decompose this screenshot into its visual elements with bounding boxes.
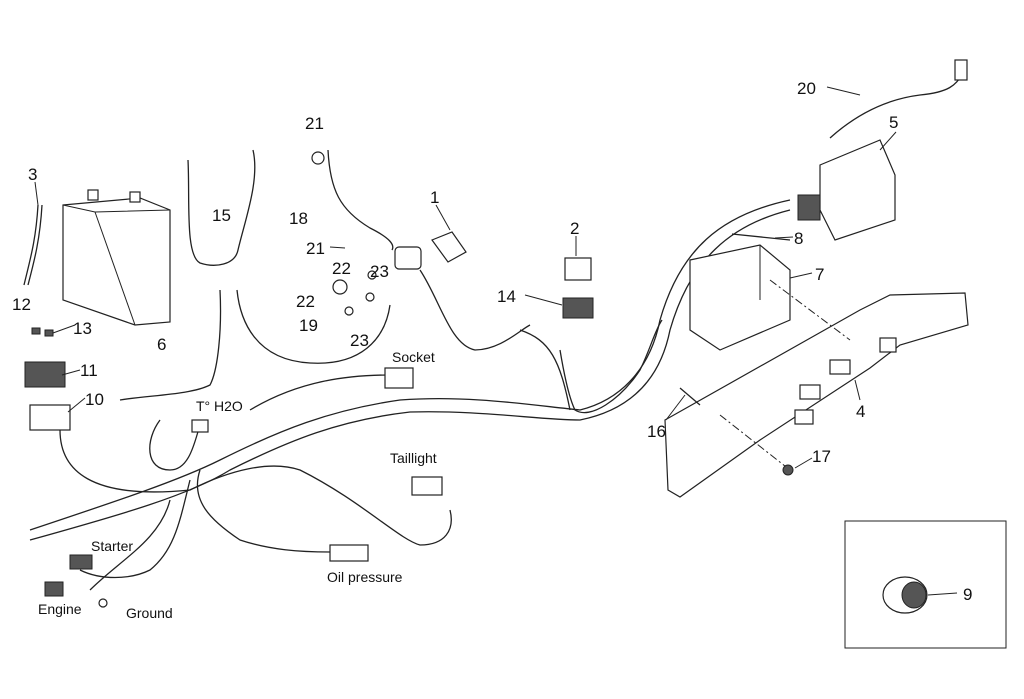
callout-20: 20 bbox=[797, 79, 816, 98]
cable-15 bbox=[187, 149, 256, 266]
callout-9: 9 bbox=[963, 585, 972, 604]
temp-sensor-connector bbox=[191, 419, 209, 433]
switch bbox=[394, 246, 422, 270]
relay bbox=[29, 404, 71, 431]
engine-connector bbox=[44, 581, 64, 597]
fuse-box bbox=[24, 361, 66, 388]
callout-15: 15 bbox=[212, 206, 231, 225]
callout-23: 23 bbox=[350, 331, 369, 350]
callout-3: 3 bbox=[28, 165, 37, 184]
callout-6: 6 bbox=[157, 335, 166, 354]
callout-8: 8 bbox=[794, 229, 803, 248]
control-unit bbox=[689, 244, 791, 351]
callout-22: 22 bbox=[296, 292, 315, 311]
battery bbox=[62, 189, 171, 326]
nut bbox=[782, 464, 794, 476]
callout-1: 1 bbox=[430, 188, 439, 207]
callout-13: 13 bbox=[73, 319, 92, 338]
callout-21: 21 bbox=[306, 239, 325, 258]
callout-11: 11 bbox=[80, 361, 98, 380]
cable-18 bbox=[327, 149, 394, 251]
label-ground: Ground bbox=[126, 605, 173, 621]
callout-21: 21 bbox=[305, 114, 324, 133]
leader-lines bbox=[34, 86, 958, 596]
ground-terminal bbox=[98, 598, 108, 608]
cable-20 bbox=[829, 74, 963, 139]
oil-pressure-connector bbox=[329, 544, 369, 562]
label-taillight: Taillight bbox=[390, 450, 437, 466]
cable-19 bbox=[236, 289, 391, 364]
label-starter: Starter bbox=[91, 538, 133, 554]
callout-16: 16 bbox=[647, 422, 666, 441]
fuse bbox=[31, 327, 41, 335]
relay-holder bbox=[562, 297, 594, 319]
callout-12: 12 bbox=[12, 295, 31, 314]
callout-4: 4 bbox=[856, 402, 865, 421]
callout-14: 14 bbox=[497, 287, 516, 306]
inset-frame bbox=[844, 520, 1007, 649]
voltage-regulator bbox=[819, 139, 896, 241]
callout-19: 19 bbox=[299, 316, 318, 335]
callout-5: 5 bbox=[889, 113, 898, 132]
label-engine: Engine bbox=[38, 601, 82, 617]
callout-23: 23 bbox=[370, 262, 389, 281]
relay-2 bbox=[564, 257, 592, 281]
callout-22: 22 bbox=[332, 259, 351, 278]
socket-connector bbox=[384, 367, 414, 389]
tube bbox=[23, 204, 39, 286]
callout-17: 17 bbox=[812, 447, 831, 466]
screw bbox=[679, 387, 701, 406]
label-socket: Socket bbox=[392, 349, 435, 365]
label-temp-h2o: T° H2O bbox=[196, 398, 243, 414]
bolt bbox=[731, 233, 791, 241]
callout-18: 18 bbox=[289, 209, 308, 228]
label-oil-pressure: Oil pressure bbox=[327, 569, 403, 585]
main-harness bbox=[29, 199, 791, 591]
callout-10: 10 bbox=[85, 390, 104, 409]
callout-7: 7 bbox=[815, 265, 824, 284]
taillight-connector bbox=[411, 476, 443, 496]
starter-connector bbox=[69, 554, 93, 570]
fuse bbox=[44, 329, 54, 337]
callout-2: 2 bbox=[570, 219, 579, 238]
